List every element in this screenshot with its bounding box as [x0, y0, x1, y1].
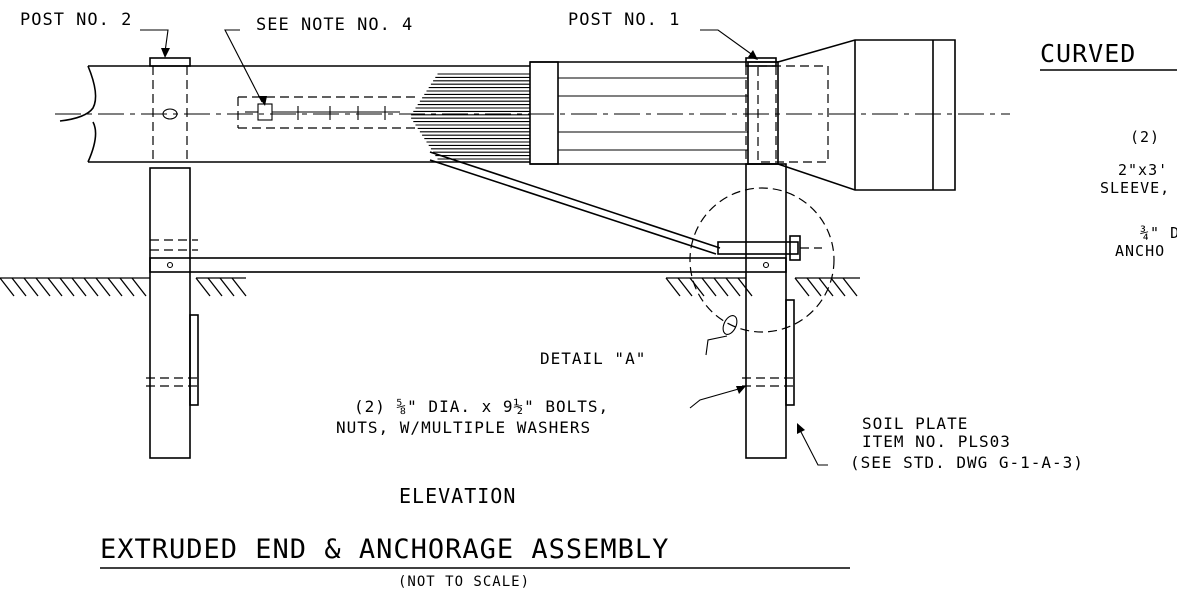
leader-lines	[140, 29, 828, 466]
post-no-2	[146, 57, 200, 459]
bolts-label-line-1: (2) ⅝" DIA. x 9½" BOLTS,	[354, 397, 609, 416]
main-title: EXTRUDED END & ANCHORAGE ASSEMBLY	[100, 534, 669, 565]
detail-a-marker	[722, 315, 738, 335]
ground-hatch	[0, 277, 860, 297]
post-no-2-label: POST NO. 2	[20, 10, 132, 30]
bolts-label-line-2: NUTS, W/MULTIPLE WASHERS	[336, 418, 591, 437]
post-no-1-label: POST NO. 1	[568, 10, 680, 30]
soil-plate-line-2: ITEM NO. PLS03	[862, 432, 1011, 451]
scale-note: (NOT TO SCALE)	[398, 574, 530, 590]
right-cut-1: (2)	[1130, 128, 1160, 146]
soil-plate-line-3: (SEE STD. DWG G-1-A-3)	[850, 453, 1084, 472]
view-title: ELEVATION	[399, 484, 516, 508]
see-note-label: SEE NOTE NO. 4	[256, 15, 413, 35]
soil-plate-line-1: SOIL PLATE	[862, 414, 968, 433]
right-cut-2: 2"x3'	[1118, 161, 1168, 179]
right-cut-3: SLEEVE,	[1100, 179, 1170, 197]
cable-anchor	[429, 151, 835, 333]
detail-a-label: DETAIL "A"	[540, 349, 646, 368]
right-cut-4: ¾" D	[1140, 224, 1177, 242]
extruder-head	[529, 39, 956, 191]
post-no-1	[742, 57, 796, 459]
right-cut-5: ANCHO	[1115, 242, 1165, 260]
feeder-channel-lines	[411, 73, 530, 160]
ground-strut	[149, 257, 787, 273]
curved-label: CURVED	[1040, 39, 1136, 68]
